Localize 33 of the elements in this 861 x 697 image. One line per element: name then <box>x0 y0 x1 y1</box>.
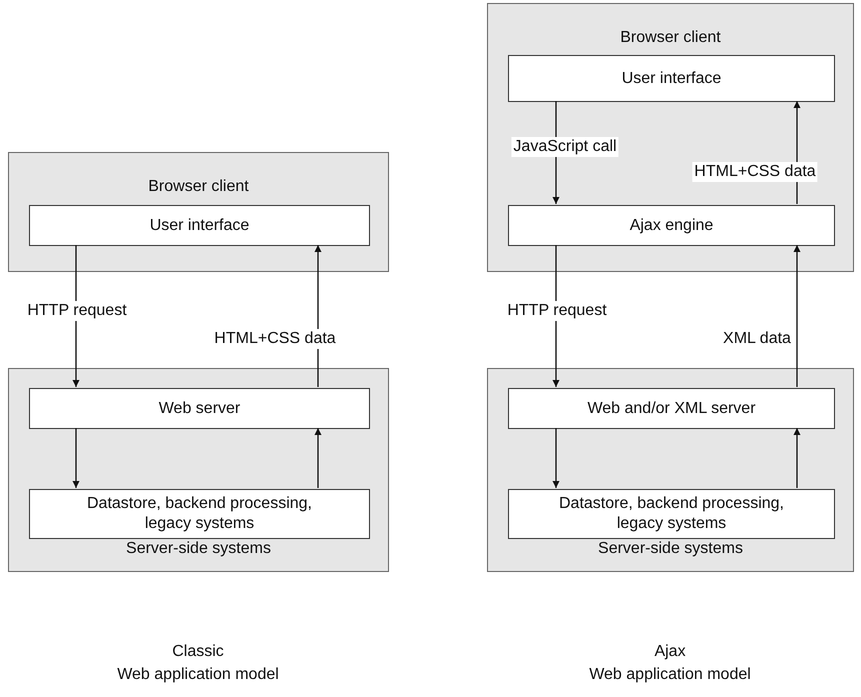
group-heading: Server-side systems <box>125 539 272 559</box>
arrow <box>72 428 80 488</box>
caption-text: Classic <box>172 642 224 662</box>
group-panel <box>487 3 854 272</box>
box-label: Ajax engine <box>630 216 714 236</box>
edge-label: HTML+CSS data <box>692 162 818 182</box>
box-label: User interface <box>622 68 722 88</box>
process-box <box>29 388 370 429</box>
edge-label: JavaScript call <box>511 137 619 157</box>
group-heading: Browser client <box>619 28 722 48</box>
arrow <box>794 245 800 387</box>
process-box <box>29 205 370 246</box>
arrow <box>314 428 322 488</box>
process-box <box>508 388 835 429</box>
process-box <box>508 55 835 102</box>
caption-text: Ajax <box>654 642 686 662</box>
group-heading: Browser client <box>147 177 250 197</box>
box-label: Web server <box>158 398 240 418</box>
process-box <box>508 205 835 246</box>
process-box <box>29 489 370 539</box>
arrow <box>552 428 560 488</box>
group-panel <box>8 152 389 272</box>
caption-text: Web application model <box>589 665 751 685</box>
group-heading: Server-side systems <box>597 539 744 559</box>
box-label: Datastore, backend processing, legacy systems <box>86 494 313 534</box>
group-panel <box>487 368 854 572</box>
box-label: Web and/or XML server <box>587 398 756 418</box>
box-label: User interface <box>150 216 250 236</box>
group-panel <box>8 368 389 572</box>
caption-text: Web application model <box>117 665 279 685</box>
arrow <box>794 428 800 488</box>
box-label: Datastore, backend processing, legacy systems <box>558 494 785 534</box>
process-box <box>508 489 835 539</box>
